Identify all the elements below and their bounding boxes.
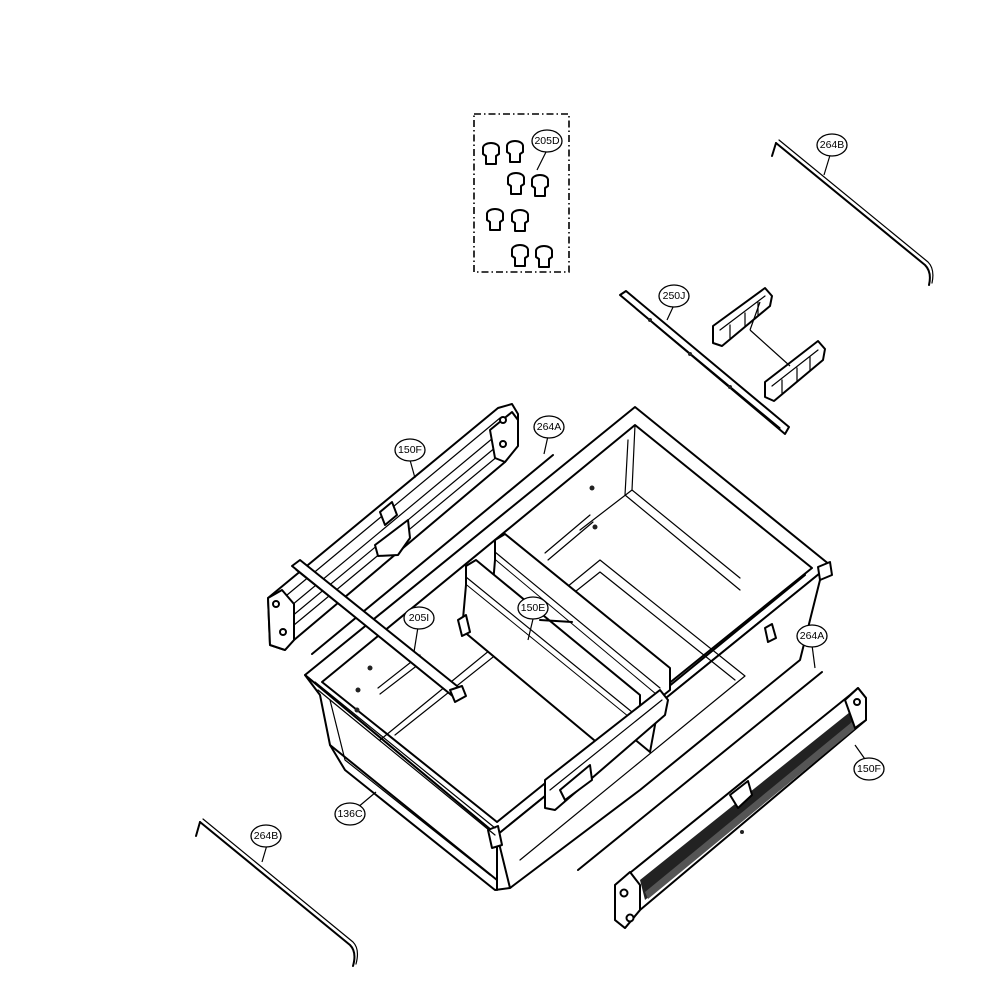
part-150f-slide-right bbox=[614, 687, 867, 929]
callout-250j-label: 250J bbox=[663, 290, 686, 302]
callout-205d: 205D bbox=[531, 129, 563, 153]
callout-136c-label: 136C bbox=[337, 808, 363, 820]
part-bin-side-bracket bbox=[544, 689, 669, 811]
part-205i-crossbar bbox=[291, 559, 467, 703]
callout-264b-bottom-label: 264B bbox=[254, 830, 279, 842]
callout-264b-top-label: 264B bbox=[820, 139, 845, 151]
bracket-lower bbox=[764, 340, 826, 402]
callout-150f-right-label: 150F bbox=[857, 763, 881, 775]
dashed-kit-frame bbox=[473, 113, 570, 273]
callout-264b-bottom: 264B bbox=[250, 824, 282, 848]
callout-205i: 205I bbox=[403, 606, 435, 630]
callout-264a-right: 264A bbox=[796, 624, 828, 648]
callout-264b-top: 264B bbox=[816, 133, 848, 157]
callout-150f-left-label: 150F bbox=[398, 444, 422, 456]
part-264a-rod-left bbox=[311, 454, 554, 655]
callout-150e: 150E bbox=[517, 596, 549, 620]
callout-136c: 136C bbox=[334, 802, 366, 826]
part-250j-rail-assembly bbox=[619, 287, 826, 435]
callout-150e-label: 150E bbox=[521, 602, 546, 614]
callout-205i-label: 205I bbox=[409, 612, 429, 624]
clip-pieces bbox=[482, 140, 553, 268]
callout-264a-left: 264A bbox=[533, 415, 565, 439]
part-264b-rod-bottom bbox=[195, 818, 359, 967]
callout-264a-right-label: 264A bbox=[800, 630, 825, 642]
part-264b-rod-top bbox=[771, 139, 934, 286]
callout-150f-left: 150F bbox=[394, 438, 426, 462]
callout-150f-right: 150F bbox=[853, 757, 885, 781]
part-205d-clip-kit bbox=[473, 113, 570, 273]
callout-264a-left-label: 264A bbox=[537, 421, 562, 433]
callout-250j: 250J bbox=[658, 284, 690, 308]
callout-205d-label: 205D bbox=[534, 135, 560, 147]
part-264a-rod-right bbox=[577, 671, 823, 871]
